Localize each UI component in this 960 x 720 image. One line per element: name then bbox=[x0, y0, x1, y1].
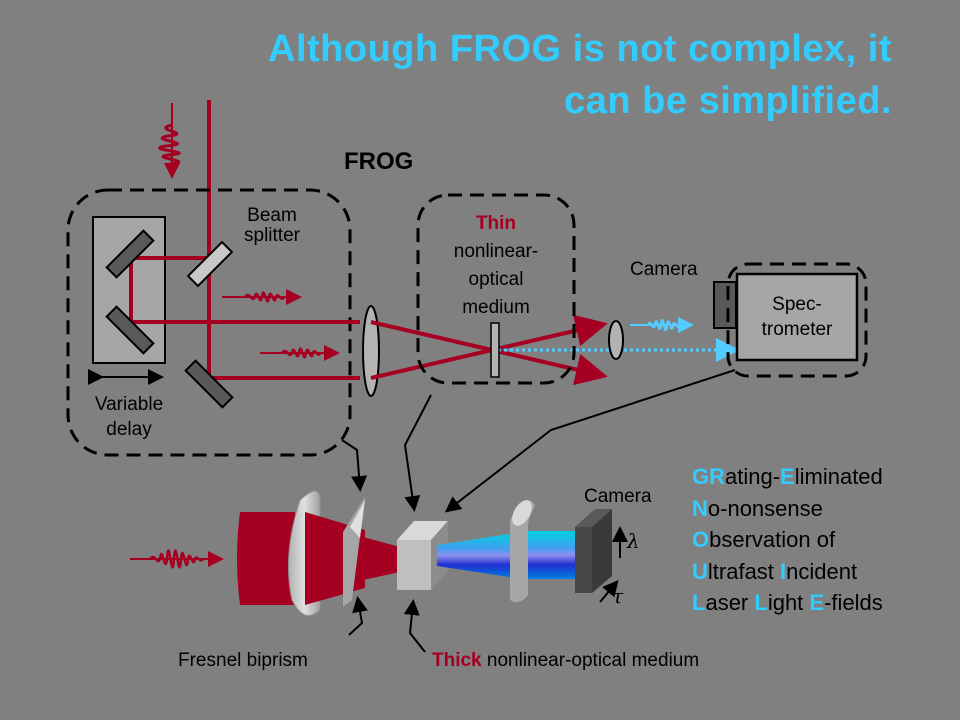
delay-mirror-bottom bbox=[105, 305, 155, 355]
acronym-text: -fields bbox=[824, 590, 883, 615]
variable-delay-label: Variable delay bbox=[70, 392, 188, 442]
acronym-letter: L bbox=[754, 590, 768, 615]
thin-medium-enclosure bbox=[416, 193, 576, 385]
signal-pulse-icon bbox=[630, 317, 694, 333]
acronym-line: Laser Light E-fields bbox=[692, 587, 883, 619]
fresnel-biprism-label: Fresnel biprism bbox=[178, 650, 308, 671]
delay-mirror-top bbox=[105, 229, 155, 279]
spectrometer-label: Spec- trometer bbox=[744, 292, 850, 342]
input-beam-cylinder bbox=[237, 512, 295, 605]
variable-delay-label-line: delay bbox=[106, 419, 152, 440]
pulse-icon-lower bbox=[260, 345, 340, 361]
camera-body bbox=[713, 281, 737, 329]
acronym-text: ating- bbox=[725, 464, 781, 489]
slide-title-line-2: can be simplified. bbox=[564, 80, 892, 122]
delay-axis-arrow bbox=[599, 579, 619, 603]
acronym-text: ight bbox=[767, 590, 810, 615]
acronym-letter: L bbox=[692, 590, 706, 615]
acronym-text: ncident bbox=[786, 558, 858, 584]
thin-medium-label: Thin nonlinear- optical medium bbox=[428, 210, 564, 322]
spectrometer-label-line: trometer bbox=[761, 319, 833, 340]
collimating-lens bbox=[608, 320, 624, 360]
input-pulse-icon-bottom bbox=[130, 549, 224, 569]
acronym-text: bservation of bbox=[709, 527, 836, 552]
beam-splitter-label-line: Beam bbox=[247, 205, 297, 226]
thick-medium-label: Thick nonlinear-optical medium bbox=[432, 649, 699, 672]
acronym-letter: E bbox=[809, 590, 825, 615]
beam-splitter-label-line: splitter bbox=[244, 225, 300, 246]
pulse-icon-upper bbox=[222, 289, 302, 305]
spectrometer bbox=[735, 272, 859, 362]
grenouille-camera-label: Camera bbox=[584, 486, 652, 507]
slide-title-line-1: Although FROG is not complex, it bbox=[268, 28, 892, 70]
acronym-text: o-nonsense bbox=[707, 495, 823, 521]
acronym-line: Observation of bbox=[692, 524, 883, 556]
signal-cone bbox=[437, 532, 522, 579]
acronym-letter: GR bbox=[692, 464, 725, 489]
acronym-line: GRating-Eliminated bbox=[692, 461, 883, 493]
thin-word: Thin bbox=[475, 213, 517, 234]
frog-heading: FROG bbox=[344, 148, 414, 175]
acronym-letter: U bbox=[692, 558, 708, 584]
spectrometer-label-line: Spec- bbox=[772, 294, 822, 315]
acronym-text: aser bbox=[705, 590, 755, 615]
tau-symbol: τ bbox=[612, 584, 624, 608]
thin-medium-label-line: optical bbox=[468, 269, 524, 290]
acronym-letter: O bbox=[692, 527, 710, 552]
camera-icon bbox=[575, 509, 612, 593]
acronym-letter: N bbox=[692, 495, 708, 521]
focusing-lens bbox=[362, 305, 380, 397]
variable-delay-label-line: Variable bbox=[94, 394, 164, 415]
thin-medium-label-line: nonlinear- bbox=[453, 241, 539, 262]
fold-mirror bbox=[184, 359, 234, 409]
beam-splitter-label: Beam splitter bbox=[226, 206, 318, 246]
spectrometer-enclosure bbox=[726, 262, 868, 378]
lambda-symbol: λ bbox=[627, 529, 640, 553]
thick-word: Thick bbox=[432, 650, 482, 671]
frog-camera-label: Camera bbox=[630, 259, 698, 280]
beam-splitter bbox=[186, 240, 234, 288]
acronym-line: No-nonsense bbox=[692, 493, 883, 525]
acronym-text: ltrafast bbox=[707, 558, 781, 584]
acronym-text: liminated bbox=[794, 464, 883, 489]
thick-medium-rest: nonlinear-optical medium bbox=[481, 650, 700, 671]
acronym-line: Ultrafast Incident bbox=[692, 556, 883, 588]
acronym-letter: I bbox=[780, 558, 787, 584]
thin-medium-label-line: medium bbox=[462, 297, 530, 318]
acronym-letter: E bbox=[780, 464, 795, 489]
thin-crystal bbox=[490, 322, 500, 378]
input-pulse-icon bbox=[158, 103, 181, 179]
thick-crystal bbox=[397, 521, 448, 590]
